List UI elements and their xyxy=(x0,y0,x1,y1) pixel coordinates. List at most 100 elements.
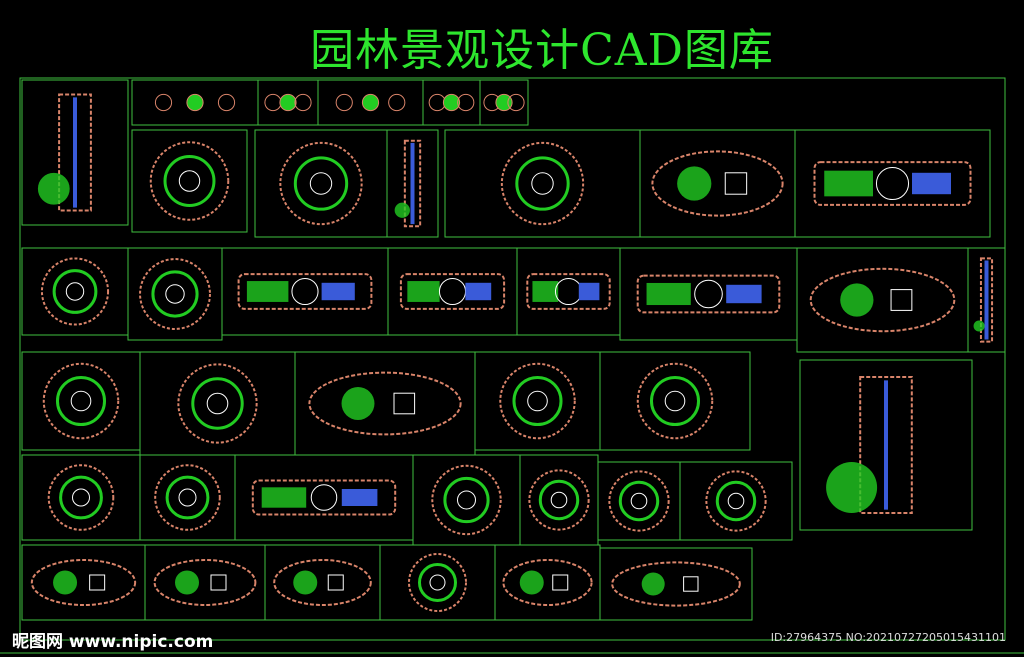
center-feature xyxy=(438,277,467,306)
pavilion xyxy=(683,576,699,592)
planting-ring xyxy=(443,476,490,524)
tree-cluster xyxy=(53,570,78,595)
drawing-panel-25 xyxy=(599,351,751,451)
water-feature xyxy=(726,284,762,304)
oval-garden xyxy=(153,559,257,606)
planter xyxy=(264,93,282,112)
circular-plaza xyxy=(42,362,120,440)
water-feature xyxy=(465,282,492,301)
center-feature xyxy=(664,390,686,412)
panel-frame xyxy=(21,351,141,451)
drawing-panel-19 xyxy=(796,247,969,353)
center-feature xyxy=(630,492,648,510)
tree-cluster xyxy=(840,283,874,317)
planting-ring xyxy=(512,375,563,427)
drawing-panel-12 xyxy=(794,129,991,238)
planting-ring xyxy=(515,156,570,211)
drawing-panel-8 xyxy=(254,129,388,238)
linear-garden xyxy=(859,376,913,514)
drawing-panel-36 xyxy=(264,544,381,621)
drawing-panel-21 xyxy=(21,351,141,451)
image-id: ID:27964375 NO:20210727205015431101 xyxy=(770,631,1006,644)
oval-garden xyxy=(611,561,741,607)
center-feature xyxy=(531,172,554,195)
rect-garden xyxy=(237,273,373,310)
pavilion xyxy=(724,172,748,195)
tree-cluster xyxy=(341,387,375,420)
drawing-panel-30 xyxy=(412,454,521,546)
planter xyxy=(279,93,297,112)
drawing-panel-22 xyxy=(139,351,296,456)
planting-ring xyxy=(538,479,580,521)
linear-garden xyxy=(403,139,422,228)
center-feature xyxy=(875,166,910,201)
drawing-panel-39 xyxy=(599,547,753,621)
drawing-panel-16 xyxy=(387,247,518,336)
center-feature xyxy=(206,392,229,415)
panel-frame xyxy=(494,544,601,621)
water-feature xyxy=(912,172,951,195)
drawing-panel-18 xyxy=(619,247,798,341)
page-title: 园林景观设计CAD图库 xyxy=(310,25,774,76)
panel-frame xyxy=(799,359,973,531)
lawn xyxy=(407,281,440,302)
circular-plaza xyxy=(154,464,221,531)
planter xyxy=(335,93,353,112)
circular-plaza xyxy=(177,363,258,444)
planter xyxy=(361,93,380,112)
planter xyxy=(217,93,236,112)
tree-cluster xyxy=(37,172,70,205)
circular-plaza xyxy=(431,464,502,536)
oval-garden xyxy=(273,559,372,606)
drawing-panel-24 xyxy=(474,351,601,451)
lawn xyxy=(532,281,559,302)
planting-ring xyxy=(715,480,757,522)
drawing-panel-28 xyxy=(139,454,236,541)
center-feature xyxy=(310,484,338,511)
pavilion xyxy=(327,574,344,591)
panel-frame xyxy=(264,544,381,621)
tree-cluster xyxy=(394,202,410,218)
drawing-panel-32 xyxy=(597,461,681,541)
planting-ring xyxy=(165,475,210,520)
lawn xyxy=(824,170,873,197)
circular-plaza xyxy=(705,470,767,532)
center-feature xyxy=(165,284,185,304)
drawing-panel-35 xyxy=(144,544,266,621)
water-feature xyxy=(321,282,355,301)
panel-frame xyxy=(379,544,496,621)
water-feature xyxy=(341,489,378,506)
pavilion xyxy=(552,574,569,591)
panel-frame xyxy=(796,247,969,353)
rect-garden xyxy=(636,274,781,314)
drawing-panel-29 xyxy=(234,454,414,541)
panel-frame xyxy=(599,547,753,621)
lawn xyxy=(246,281,289,302)
water-feature xyxy=(578,282,600,301)
planting-ring xyxy=(151,270,199,318)
center-feature xyxy=(291,277,319,306)
panel-frame xyxy=(639,129,796,238)
circular-plaza xyxy=(47,464,115,531)
oval-garden xyxy=(30,559,137,606)
lawn xyxy=(261,487,307,508)
panel-frame xyxy=(386,129,439,238)
drawing-panel-4 xyxy=(317,79,424,126)
outer-frame xyxy=(19,77,1006,641)
drawing-panel-10 xyxy=(444,129,641,238)
drawing-panel-26 xyxy=(799,359,973,531)
panel-frame xyxy=(127,247,223,341)
center-feature xyxy=(309,172,333,195)
center-feature xyxy=(178,488,197,507)
pavilion xyxy=(890,289,913,311)
panel-frame xyxy=(21,247,129,336)
tree-cluster xyxy=(519,570,544,595)
linear-garden xyxy=(58,93,92,212)
drawing-panel-27 xyxy=(21,454,141,541)
panel-frame xyxy=(444,129,641,238)
rect-garden xyxy=(399,273,506,310)
panel-frame xyxy=(474,351,601,451)
rect-garden xyxy=(813,161,972,206)
planter xyxy=(154,93,173,112)
tree-cluster xyxy=(677,166,712,201)
